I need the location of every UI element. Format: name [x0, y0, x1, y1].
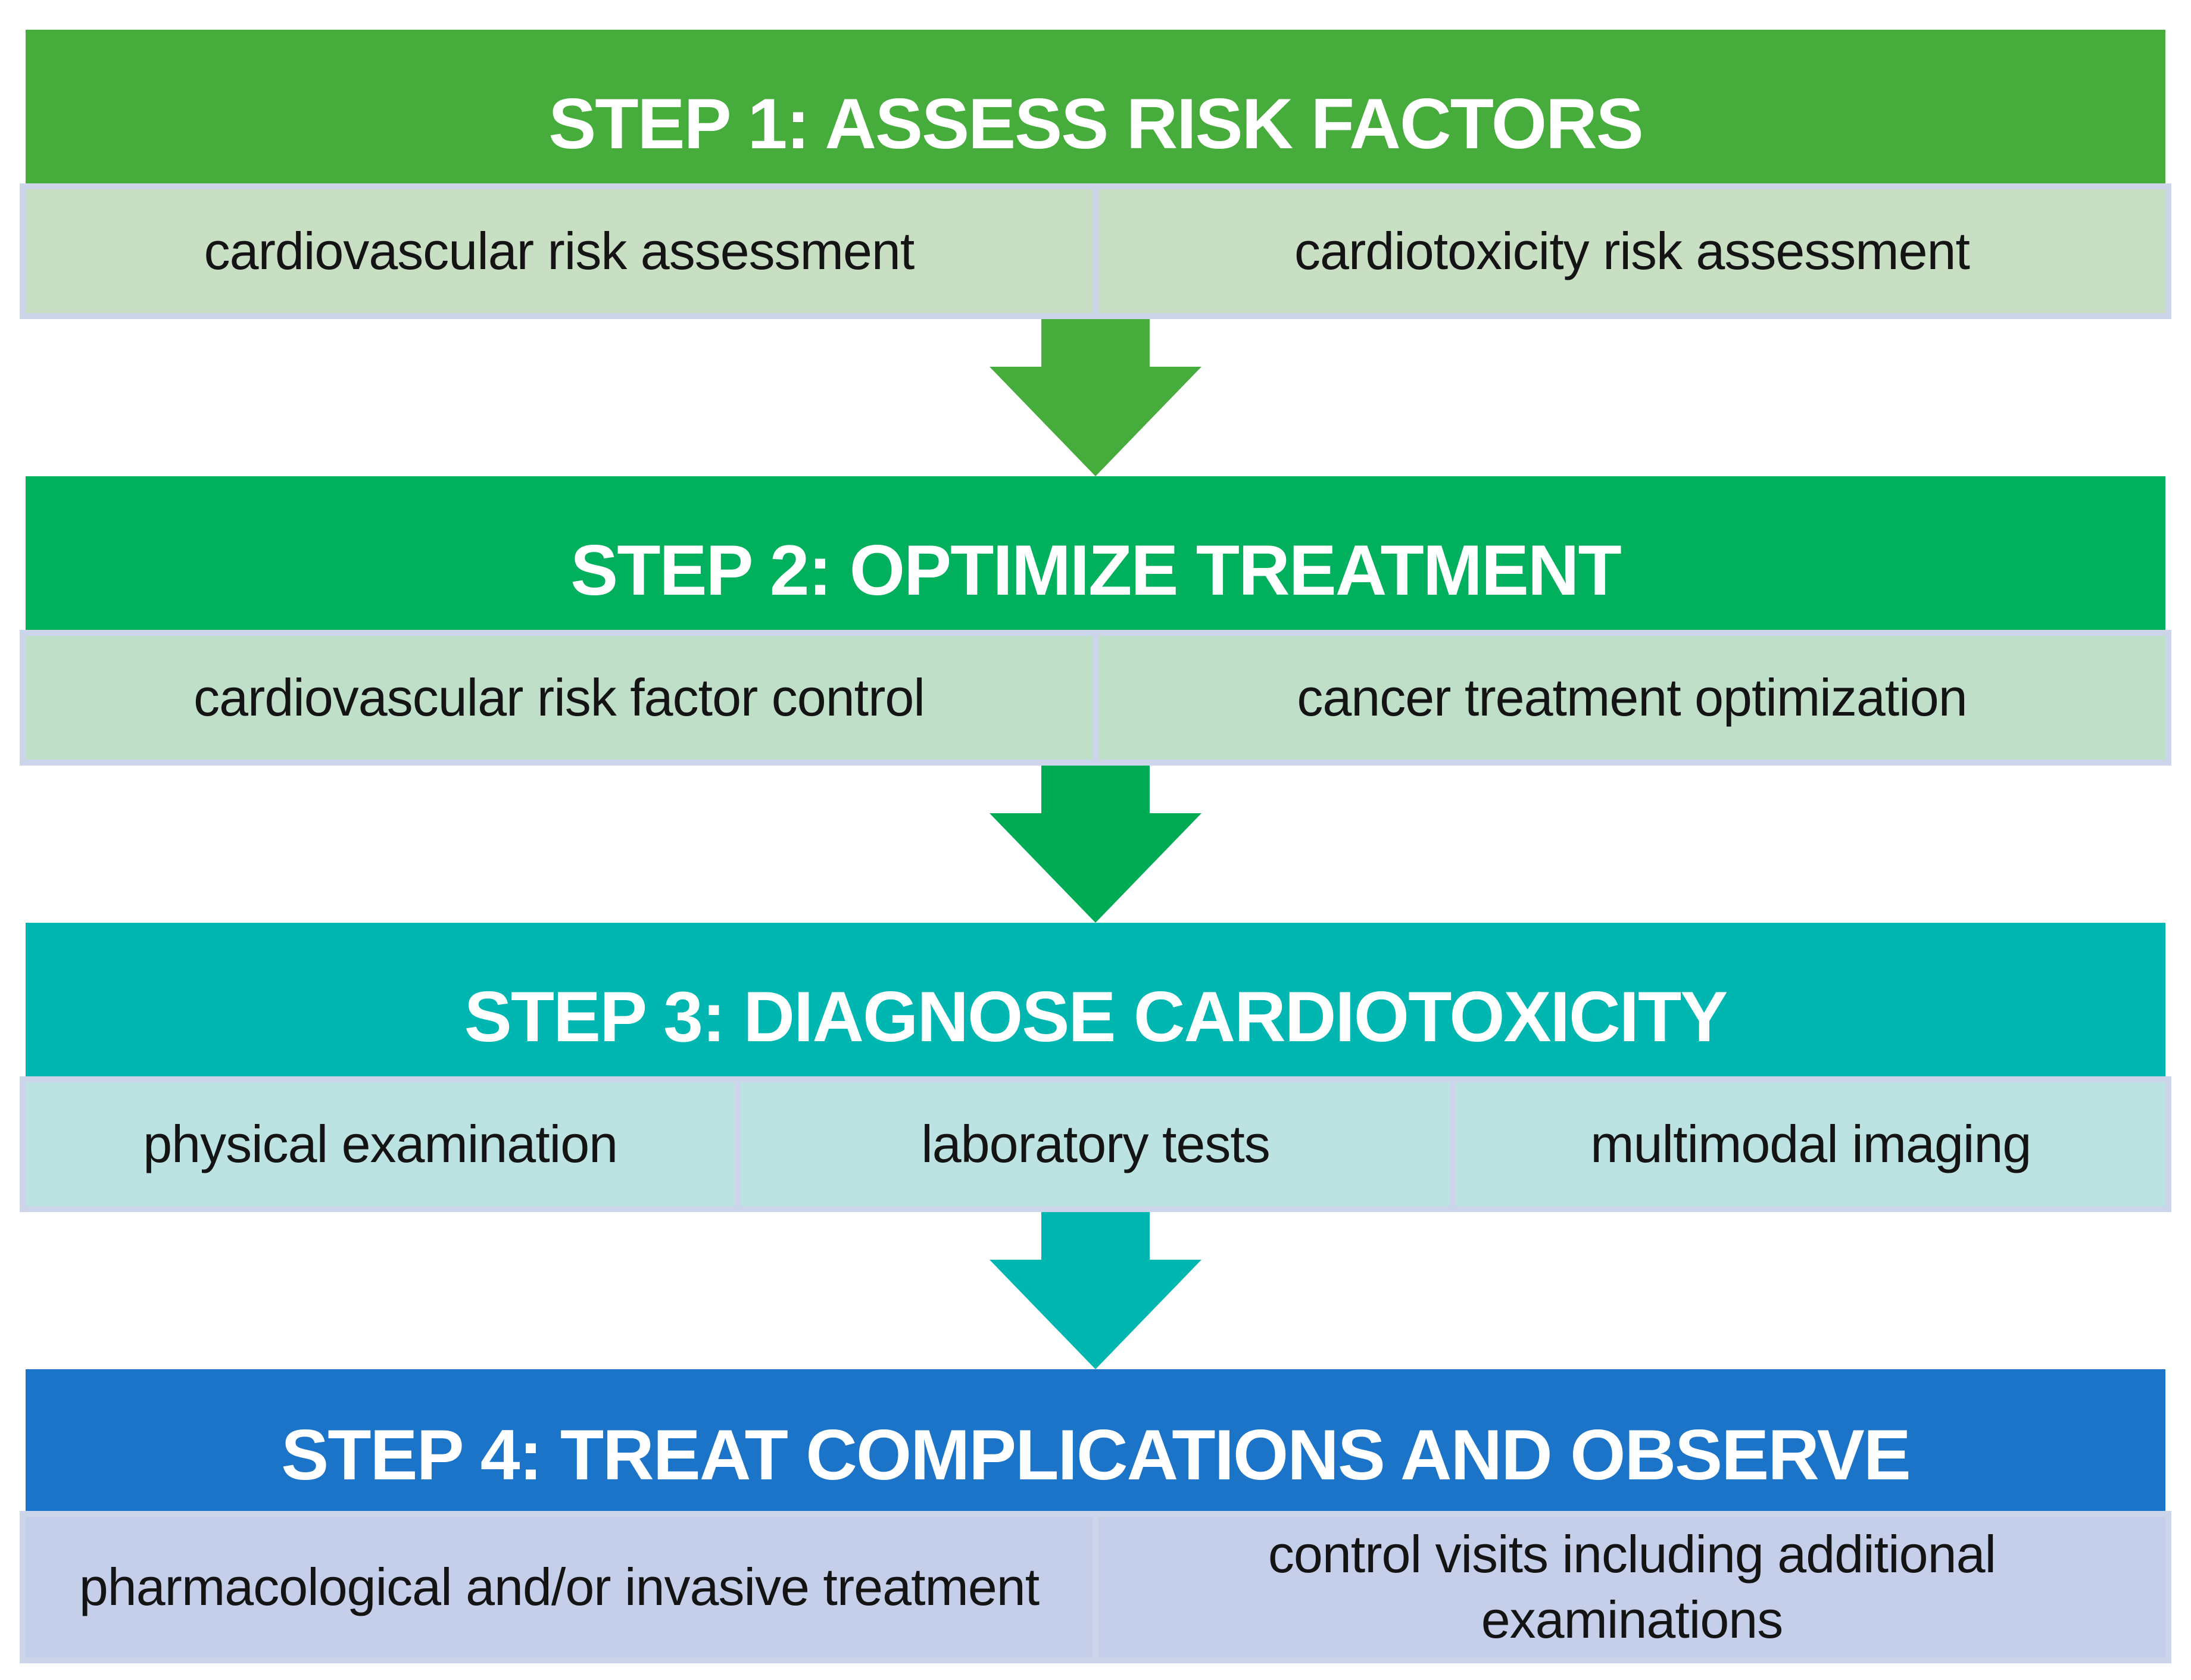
- arrow-zone-2: [0, 766, 2191, 923]
- step-2-cell-cardiovascular-risk-factor-control: cardiovascular risk factor control: [26, 636, 1093, 760]
- step-3-header: STEP 3: DIAGNOSE CARDIOTOXICITY: [26, 923, 2165, 1076]
- step-1-cell-cardiotoxicity-risk-assessment: cardiotoxicity risk assessment: [1098, 189, 2165, 313]
- step-1-cell-cardiovascular-risk-assessment: cardiovascular risk assessment: [26, 189, 1093, 313]
- step-2-cells-row: cardiovascular risk factor control cance…: [20, 630, 2171, 766]
- step-3-cell-laboratory-tests: laboratory tests: [741, 1082, 1450, 1206]
- step-2-cell-cancer-treatment-optimization: cancer treatment optimization: [1098, 636, 2165, 760]
- step-2-title: STEP 2: OPTIMIZE TREATMENT: [570, 530, 1622, 610]
- step-3-title: STEP 3: DIAGNOSE CARDIOTOXICITY: [464, 977, 1728, 1057]
- step-4-cell-pharmacological-invasive-treatment: pharmacological and/or invasive treatmen…: [26, 1517, 1093, 1657]
- down-arrow-icon: [990, 1212, 1201, 1369]
- step-4-cells-row: pharmacological and/or invasive treatmen…: [20, 1511, 2171, 1663]
- step-2-header: STEP 2: OPTIMIZE TREATMENT: [26, 476, 2165, 630]
- step-3-cell-multimodal-imaging: multimodal imaging: [1456, 1082, 2165, 1206]
- step-1-cells-row: cardiovascular risk assessment cardiotox…: [20, 183, 2171, 319]
- arrow-zone-1: [0, 319, 2191, 476]
- step-3-cells-row: physical examination laboratory tests mu…: [20, 1076, 2171, 1212]
- arrow-zone-3: [0, 1212, 2191, 1369]
- step-4-header: STEP 4: TREAT COMPLICATIONS AND OBSERVE: [26, 1369, 2165, 1511]
- step-4-title: STEP 4: TREAT COMPLICATIONS AND OBSERVE: [281, 1415, 1911, 1495]
- step-4-cell-control-visits: control visits including additional exam…: [1098, 1517, 2165, 1657]
- down-arrow-icon: [990, 766, 1201, 923]
- down-arrow-icon: [990, 319, 1201, 476]
- step-1-header: STEP 1: ASSESS RISK FACTORS: [26, 30, 2165, 183]
- step-3-cell-physical-examination: physical examination: [26, 1082, 735, 1206]
- step-1-title: STEP 1: ASSESS RISK FACTORS: [548, 84, 1644, 164]
